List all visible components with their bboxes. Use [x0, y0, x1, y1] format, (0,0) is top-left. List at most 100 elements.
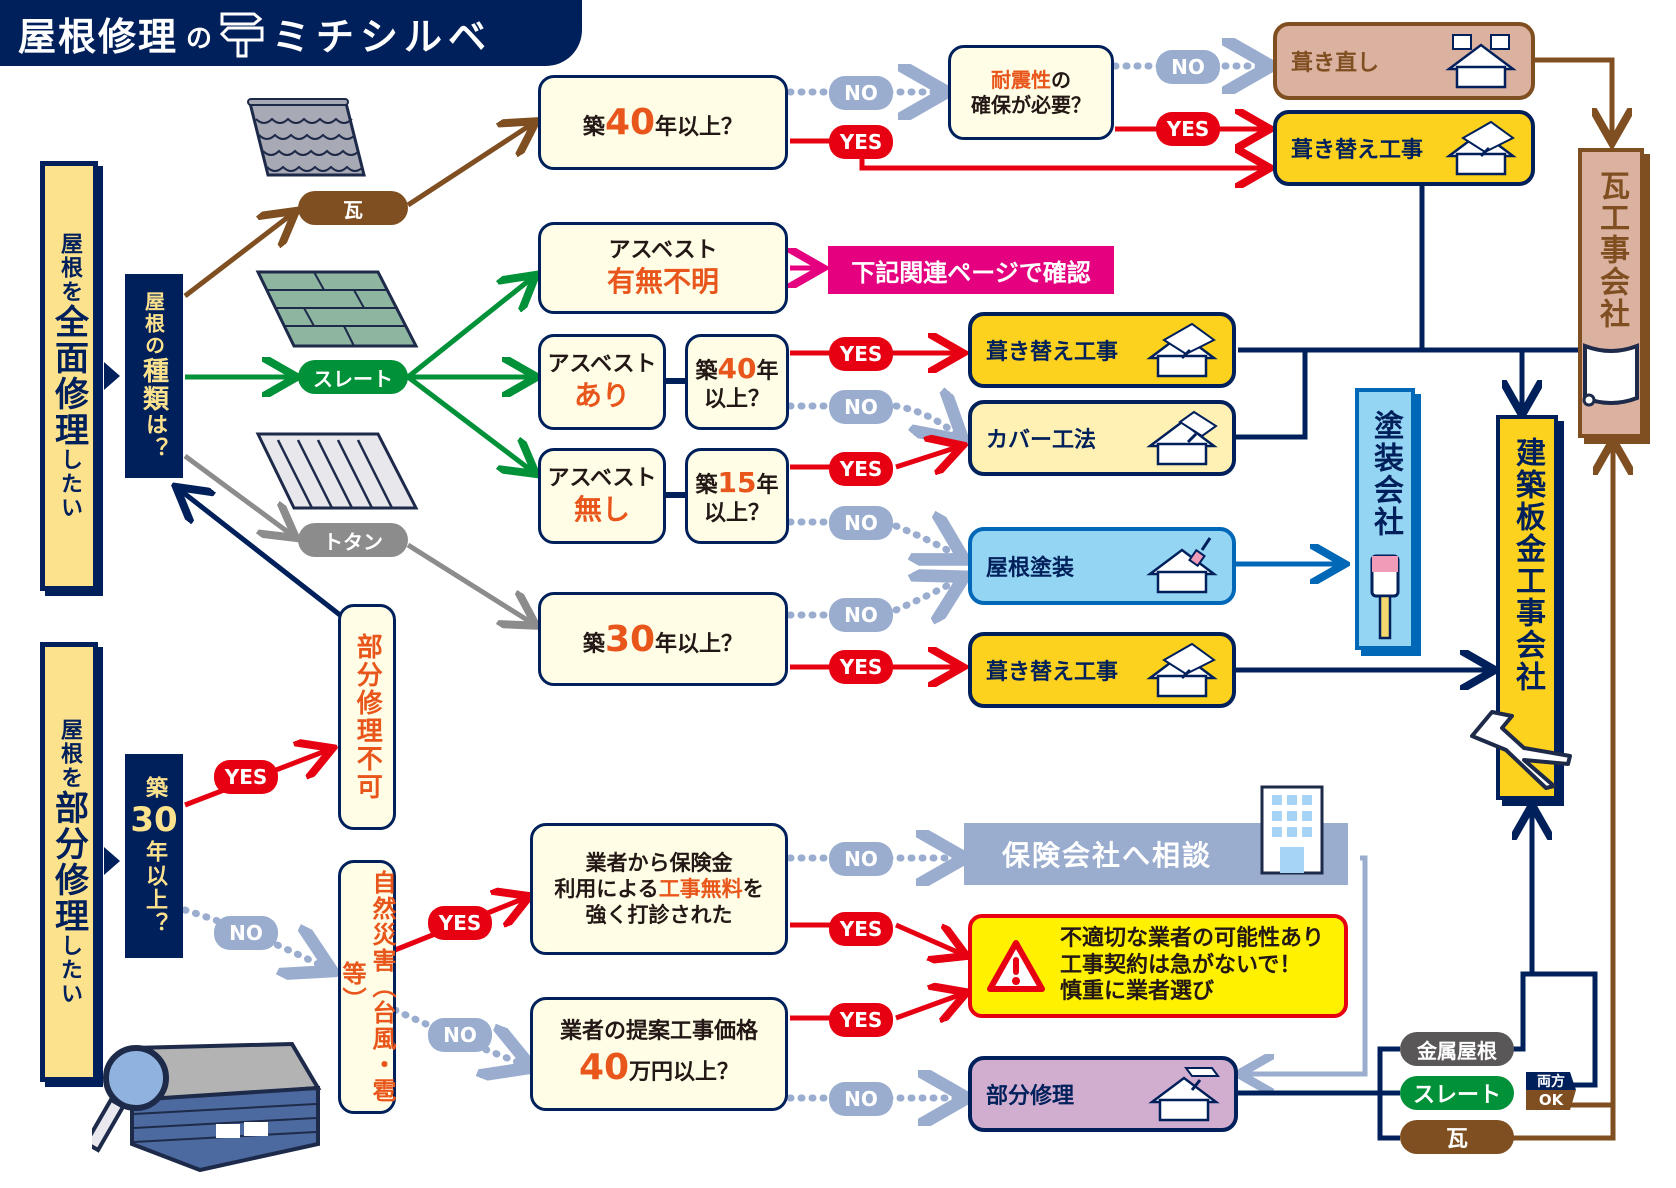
result-label: 葺き替え工事 [986, 340, 1119, 365]
q-post: 年 [756, 358, 779, 384]
q-line1: アスベスト [547, 351, 657, 377]
q-emph: あり [573, 379, 630, 413]
roof-type-slate[interactable]: スレート [298, 360, 408, 394]
warning-line1: 不適切な業者の可能性あり [1060, 926, 1325, 952]
tin-sheet-icon [255, 432, 419, 510]
no-label: NO [829, 390, 893, 424]
tag-both: 両方 [1526, 1072, 1576, 1090]
link-check-related-page[interactable]: 下記関連ページで確認 [828, 246, 1114, 294]
q-emph: 有無不明 [606, 265, 719, 299]
arrow-slate-to-unknown [406, 278, 532, 379]
q-emph: 工事無料 [658, 876, 743, 901]
kawara-tile-icon [247, 98, 366, 177]
route-metal-roof[interactable]: 金属屋根 [1400, 1032, 1514, 1066]
house-replace-icon [1445, 120, 1517, 176]
start-partial-pre: 屋根を [57, 718, 82, 790]
result-replace-tin[interactable]: 葺き替え工事 [968, 632, 1236, 708]
tag-ok: OK [1526, 1090, 1576, 1110]
company-label: 瓦工事会社 [1594, 170, 1629, 330]
result-label: 葺き直し [1291, 51, 1380, 76]
pointer-arrow-icon [104, 847, 120, 875]
result-roof-paint[interactable]: 屋根塗装 [968, 527, 1236, 605]
result-replace-kawara[interactable]: 葺き替え工事 [1273, 110, 1535, 186]
result-cover-method[interactable]: カバー工法 [968, 400, 1236, 476]
company-kawara[interactable]: 瓦工事会社 [1578, 148, 1644, 438]
yes-label: YES [829, 337, 893, 371]
slate-tile-icon [255, 270, 419, 348]
q-num: 40 [717, 351, 757, 385]
no-label: NO [829, 506, 893, 540]
q-num: 40 [604, 102, 656, 143]
title-main: 屋根修理 [18, 14, 179, 59]
roof-q-emph: 種類 [138, 357, 169, 413]
roof-type-question[interactable]: 屋根の 種類 は？ [125, 274, 183, 478]
house-replace-icon [1146, 322, 1218, 378]
no-label: NO [829, 598, 893, 632]
title-particle: の [186, 23, 213, 54]
result-label: 葺き替え工事 [1291, 138, 1424, 163]
yes-label: YES [214, 760, 278, 794]
result-reroof[interactable]: 葺き直し [1273, 22, 1535, 100]
question-kawara-age[interactable]: 築40年以上？ [538, 75, 788, 170]
no-label: NO [428, 1018, 492, 1052]
start-partial-post: したい [57, 934, 82, 1006]
result-label: 部分修理 [986, 1084, 1075, 1109]
roof-q-pre: 屋根の [141, 291, 166, 357]
sheet-metal-tool-icon [1470, 710, 1572, 790]
result-partial-repair[interactable]: 部分修理 [968, 1056, 1238, 1132]
question-natural-disaster[interactable]: 自然災害（台風・雹等） [338, 860, 396, 1114]
house-partial-icon [1148, 1067, 1220, 1122]
paintbrush-icon [1370, 554, 1400, 640]
question-seismic[interactable]: 耐震性の 確保が必要？ [948, 45, 1114, 140]
q-line2: 以上？ [703, 386, 770, 412]
q-pre: 築 [695, 472, 718, 498]
yes-label: YES [829, 452, 893, 486]
no-label: NO [829, 842, 893, 876]
company-paint[interactable]: 塗装会社 [1355, 388, 1415, 650]
house-inspection-icon [92, 1041, 322, 1173]
question-tin-age[interactable]: 築30年以上？ [538, 592, 788, 686]
q-line2: 確保が必要？ [971, 92, 1091, 117]
result-label: 屋根塗装 [986, 556, 1075, 581]
signpost-icon [219, 12, 264, 58]
q-post: 年 [756, 472, 779, 498]
question-asbestos-no-age[interactable]: 築15年 以上？ [685, 448, 789, 544]
result-partial-impossible[interactable]: 部分修理不可 [338, 604, 396, 830]
q-pre: 築 [142, 776, 167, 800]
start-partial-emph: 部分修理 [48, 790, 89, 934]
q-line1: 業者の提案工事価格 [559, 1018, 758, 1044]
q-line2-post: を [742, 876, 764, 901]
q-line2-pre: 利用による [554, 876, 659, 901]
q-num: 15 [717, 465, 757, 499]
start-full-repair[interactable]: 屋根を 全面修理 したい [40, 161, 98, 591]
no-label: NO [829, 76, 893, 110]
office-building-icon [1260, 785, 1324, 875]
company-label: 塗装会社 [1368, 410, 1403, 538]
route-slate[interactable]: スレート [1400, 1076, 1514, 1110]
question-asbestos-no[interactable]: アスベスト 無し [538, 448, 666, 544]
question-asbestos-yes[interactable]: アスベスト あり [538, 334, 666, 430]
question-asbestos-unknown[interactable]: アスベスト 有無不明 [538, 222, 788, 314]
yes-label: YES [829, 1003, 893, 1037]
result-warning[interactable]: 不適切な業者の可能性あり 工事契約は急がないで！ 慎重に業者選び [968, 914, 1348, 1018]
roof-type-kawara[interactable]: 瓦 [298, 191, 408, 225]
arrow-kawara-to-age [406, 124, 532, 208]
question-partial-age[interactable]: 築 30 年以上？ [125, 754, 183, 958]
q-num: 40 [578, 1047, 630, 1089]
q-line1: 業者から保険金 [585, 850, 733, 875]
no-label: NO [1156, 50, 1220, 84]
roof-type-tin[interactable]: トタン [298, 523, 408, 557]
title-banner: 屋根修理 の ミチシルベ [0, 0, 582, 66]
q-post: 年以上？ [655, 115, 744, 140]
q-num: 30 [604, 618, 656, 660]
route-kawara[interactable]: 瓦 [1400, 1120, 1514, 1154]
start-partial-repair[interactable]: 屋根を 部分修理 したい [40, 642, 98, 1082]
start-full-emph: 全面修理 [48, 304, 89, 448]
q-post: 年以上？ [142, 840, 167, 936]
warning-line3: 慎重に業者選び [1060, 979, 1215, 1005]
question-asbestos-yes-age[interactable]: 築40年 以上？ [685, 334, 789, 430]
question-price[interactable]: 業者の提案工事価格 40万円以上？ [530, 997, 788, 1111]
question-insurance-free[interactable]: 業者から保険金 利用による工事無料を 強く打診された [530, 823, 788, 955]
arrow-slate-to-asbestos-no [406, 375, 532, 471]
result-replace-slate[interactable]: 葺き替え工事 [968, 312, 1236, 388]
